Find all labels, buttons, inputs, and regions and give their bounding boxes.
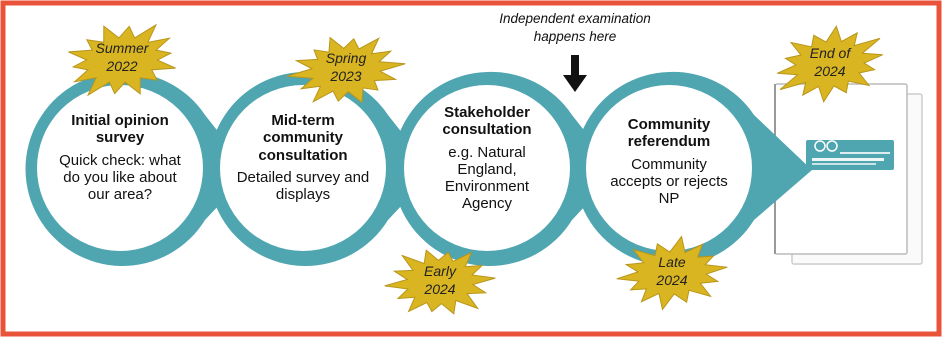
starburst-4 [616,235,728,311]
stage-4-title: Community referendum [627,116,711,151]
star-label-4: Late 2024 [632,254,712,289]
document-logo [806,140,894,170]
stage-ring-2 [208,71,433,266]
note-line-2: happens here [533,28,617,44]
independent-examination-note: Independent examination happens here [470,10,680,45]
stage-3-title: Stakeholder consultation [442,104,532,139]
stage-3-text: Stakeholder consultation e.g. Natural En… [424,104,550,213]
stage-1-body: Quick check: what do you like about our … [59,151,181,204]
starburst-5 [777,25,883,103]
note-line-1: Independent examination [499,11,651,26]
star-2-line-2: 2023 [330,67,362,84]
down-arrow-icon [563,55,587,92]
document-image [774,83,923,265]
stage-4-text: Community referendum Community accepts o… [606,116,732,207]
star-5-line-1: End of [809,45,851,61]
starburst-3 [384,249,496,315]
stage-ring-3 [392,71,617,266]
star-4-line-1: Late [658,254,686,270]
star-3-line-2: 2024 [424,280,456,297]
star-label-5: End of 2024 [790,45,870,80]
stage-ring-1 [25,71,251,266]
star-4-line-2: 2024 [656,271,688,288]
star-1-line-2: 2022 [106,57,138,74]
date-stars [68,23,883,315]
stage-2-text: Mid-term community consultation Detailed… [235,112,371,203]
stage-2-title: Mid-term community consultation [258,112,348,164]
starburst-1 [68,23,176,97]
stage-ring-4 [574,71,812,266]
star-label-3: Early 2024 [400,263,480,298]
stage-3-body: e.g. Natural England, Environment Agency [444,143,530,213]
stage-1-text: Initial opinion survey Quick check: what… [52,112,188,203]
starburst-2 [286,36,406,104]
star-2-line-1: Spring [325,50,367,66]
star-1-line-1: Summer [95,40,149,56]
star-5-line-2: 2024 [814,62,846,79]
star-label-1: Summer 2022 [82,40,162,75]
stage-1-title: Initial opinion survey [71,112,169,147]
stage-4-body: Community accepts or rejects NP [610,155,728,208]
star-3-line-1: Early [424,263,456,279]
stage-2-body: Detailed survey and displays [236,168,370,203]
star-label-2: Spring 2023 [306,50,386,85]
